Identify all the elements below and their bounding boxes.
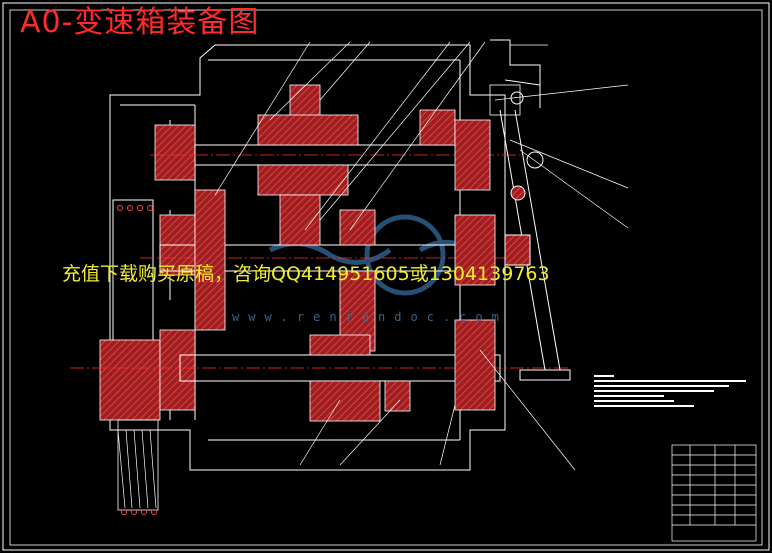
right-bearings	[454, 84, 521, 411]
gears	[194, 84, 456, 422]
input-flange	[99, 199, 161, 515]
technical-notes	[594, 375, 746, 407]
watermark-url: www.renrendoc.com	[232, 310, 508, 324]
sheet-inner-frame	[9, 9, 763, 546]
drawing-title: A0-变速箱装备图	[20, 5, 260, 40]
part-leaders	[214, 41, 629, 471]
promo-text: 充值下载购买原稿，咨询QQ414951605或1304139763	[62, 263, 550, 285]
shift-lever	[490, 39, 571, 381]
title-block	[671, 444, 757, 542]
